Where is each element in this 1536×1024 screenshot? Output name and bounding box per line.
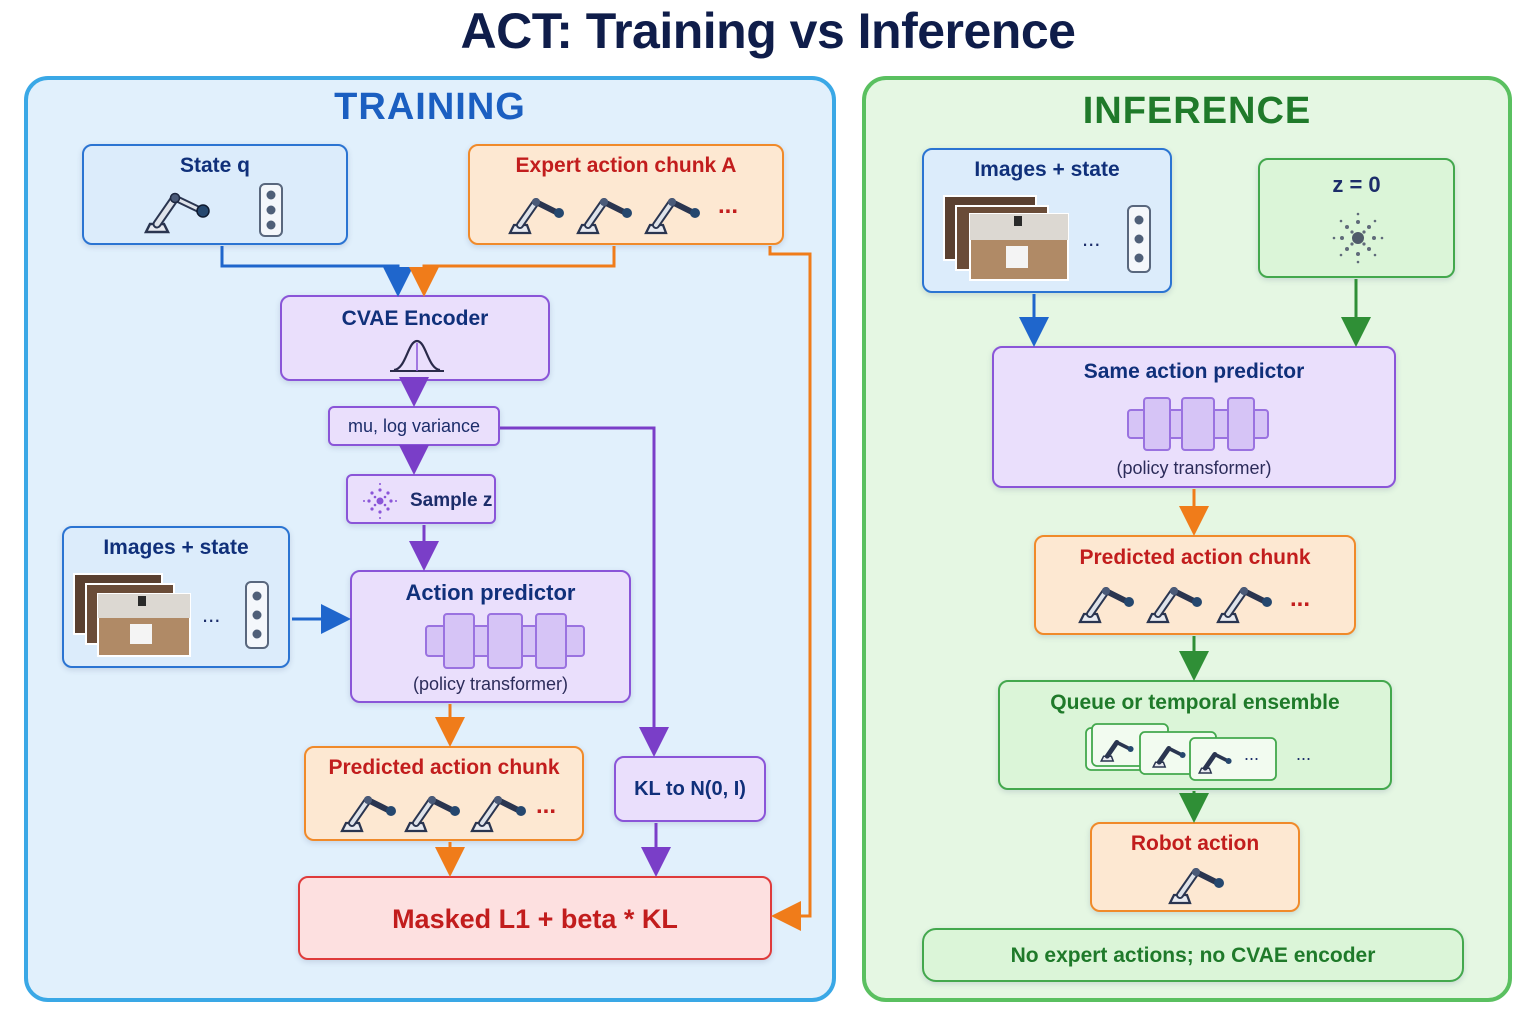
state-q-box: State q: [82, 144, 348, 245]
same-predictor-box: Same action predictor (policy transforme…: [992, 346, 1396, 488]
robot-action-box: Robot action: [1090, 822, 1300, 912]
note-box: No expert actions; no CVAE encoder: [922, 928, 1464, 982]
state-vector-icon: [1127, 205, 1151, 273]
ellipsis: ...: [202, 602, 221, 627]
transformer-blocks-icon: [425, 613, 585, 669]
kl-label: KL to N(0, I): [634, 778, 746, 800]
sample-z-label: Sample z: [410, 490, 493, 511]
z-zero-label: z = 0: [1332, 172, 1381, 197]
same-predictor-label: Same action predictor: [1083, 360, 1305, 383]
inf-predicted-chunk-box: Predicted action chunk ...: [1034, 535, 1356, 635]
zero-noise-icon: [1332, 212, 1384, 264]
policy-transformer-label: (policy transformer): [412, 674, 569, 694]
state-vector-icon: [259, 183, 283, 237]
latent-noise-icon: [363, 483, 397, 519]
queue-box: Queue or temporal ensemble: [998, 680, 1392, 790]
arrow-state-to-encoder: [220, 246, 413, 297]
z-zero-box: z = 0: [1258, 158, 1455, 278]
ellipsis: ...: [1082, 226, 1101, 251]
loss-label: Masked L1 + beta * KL: [392, 904, 678, 934]
loss-box: Masked L1 + beta * KL: [298, 876, 772, 960]
inf-predicted-chunk-label: Predicted action chunk: [1079, 546, 1311, 569]
predicted-chunk-box: Predicted action chunk ...: [304, 746, 584, 841]
robot-arm-icon: [1146, 587, 1202, 624]
expert-chunk-box: Expert action chunk A ...: [468, 144, 784, 245]
inf-images-state-label: Images + state: [974, 158, 1120, 181]
gaussian-curve-icon: [390, 339, 444, 372]
images-state-box: Images + state ...: [62, 526, 290, 668]
arrow-expert-to-encoder: [409, 246, 616, 297]
note-label: No expert actions; no CVAE encoder: [1010, 944, 1376, 967]
robot-arm-icon: [644, 198, 700, 235]
robot-arm-icon: [404, 796, 460, 833]
robot-arm-icon: [508, 198, 564, 235]
queued-chunks-icon: [1085, 723, 1277, 781]
images-state-label: Images + state: [103, 536, 249, 559]
arrow-expert-to-loss: [768, 246, 812, 931]
sample-z-box: Sample z: [346, 474, 496, 524]
inf-images-state-box: Images + state ...: [922, 148, 1172, 293]
camera-images-icon: [943, 195, 1069, 281]
page-title: ACT: Training vs Inference: [460, 3, 1076, 59]
mu-logvar-box: mu, log variance: [328, 406, 500, 446]
policy-transformer-label: (policy transformer): [1116, 458, 1272, 478]
ellipsis: ...: [1290, 585, 1311, 612]
robot-arm-icon: [576, 198, 632, 235]
inference-header: INFERENCE: [1082, 90, 1312, 132]
queue-label: Queue or temporal ensemble: [1050, 691, 1340, 714]
kl-box: KL to N(0, I): [614, 756, 766, 822]
robot-arm-icon: [340, 796, 396, 833]
transformer-blocks-icon: [1127, 397, 1269, 451]
robot-arm-icon: [1216, 587, 1272, 624]
robot-arm-icon: [470, 796, 526, 833]
camera-images-icon: [73, 573, 191, 657]
robot-arm-icon: [1168, 868, 1224, 905]
state-vector-icon: [245, 581, 269, 649]
cvae-encoder-label: CVAE Encoder: [341, 307, 489, 330]
robot-arm-icon: [1078, 587, 1134, 624]
action-predictor-label: Action predictor: [405, 580, 576, 605]
ellipsis: ...: [1296, 744, 1312, 764]
training-header: TRAINING: [334, 86, 526, 128]
ellipsis: ...: [718, 192, 739, 219]
predicted-chunk-label: Predicted action chunk: [328, 756, 560, 779]
robot-action-label: Robot action: [1130, 832, 1260, 855]
robot-arm-icon: [143, 192, 210, 234]
state-q-label: State q: [179, 154, 250, 177]
arrow-mu-to-kl: [500, 426, 669, 757]
action-predictor-box: Action predictor (policy transformer): [350, 570, 631, 703]
mu-logvar-label: mu, log variance: [347, 416, 481, 436]
expert-chunk-label: Expert action chunk A: [515, 154, 737, 177]
ellipsis: ...: [536, 792, 557, 819]
ellipsis: ...: [1244, 744, 1260, 764]
